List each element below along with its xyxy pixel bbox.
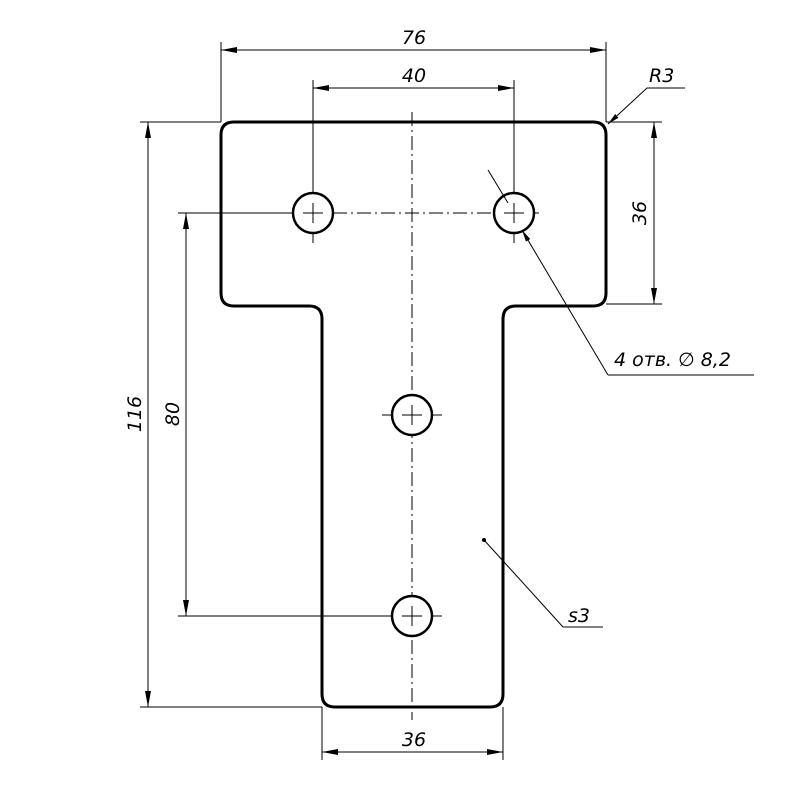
dim-overall-width: 76 — [402, 27, 426, 49]
dimension-lines — [145, 47, 657, 755]
dim-flange-height: 36 — [629, 201, 651, 225]
callout-holes: 4 отв. ∅ 8,2 — [614, 349, 731, 371]
dim-stem-width: 36 — [402, 729, 426, 751]
part-outline — [219, 120, 608, 709]
dim-overall-height: 116 — [124, 396, 146, 432]
leader-lines — [482, 87, 754, 628]
dim-vertical-hole-spacing: 80 — [162, 402, 184, 426]
extension-lines — [140, 42, 662, 760]
holes — [291, 191, 536, 638]
callout-thickness: s3 — [568, 605, 590, 627]
dim-corner-radius: R3 — [649, 65, 674, 87]
dim-hole-spacing: 40 — [402, 65, 426, 87]
